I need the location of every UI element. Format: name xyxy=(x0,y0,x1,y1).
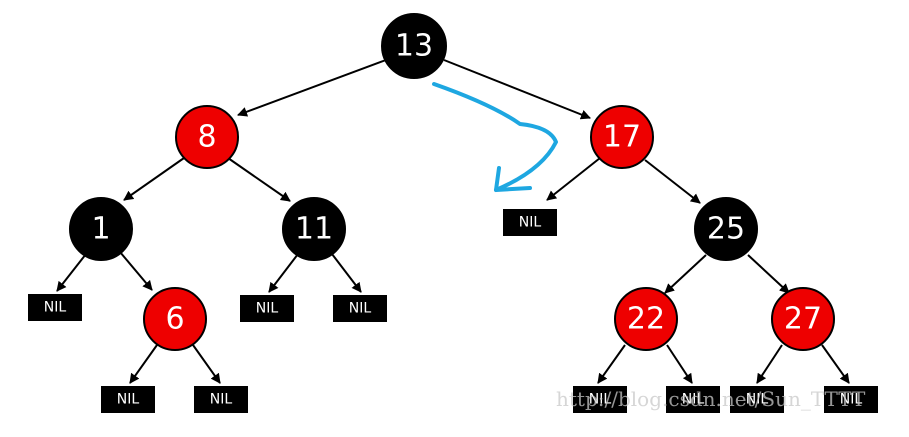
node-11-label: 11 xyxy=(295,212,333,247)
nil-leaf-6-left: NIL xyxy=(101,386,155,413)
nil-leaf-11-right: NIL xyxy=(333,295,387,322)
nil-box xyxy=(240,295,294,322)
node-13-circle xyxy=(381,13,447,79)
node-11-circle xyxy=(282,197,346,261)
node-17-circle xyxy=(590,105,654,169)
nil-label: NIL xyxy=(840,392,863,408)
edge-22-nil-left xyxy=(597,344,626,384)
annotation-arrowhead xyxy=(494,166,532,192)
watermark-text: http://blog.csdn.net/Sun_TTTT xyxy=(556,387,866,411)
node-17: 17 xyxy=(590,105,654,169)
node-25: 25 xyxy=(694,197,758,261)
edge-25-22 xyxy=(664,254,707,294)
node-22-label: 22 xyxy=(627,302,665,337)
node-1-label: 1 xyxy=(91,212,110,247)
nil-label: NIL xyxy=(256,301,279,317)
nil-box xyxy=(503,209,557,236)
node-6: 6 xyxy=(143,287,207,351)
tree-edges xyxy=(56,59,850,384)
nil-box xyxy=(333,295,387,322)
edge-27-nil-right xyxy=(821,344,850,384)
node-8-label: 8 xyxy=(197,120,216,155)
nil-label: NIL xyxy=(589,392,612,408)
nil-label: NIL xyxy=(349,301,372,317)
edge-13-17 xyxy=(443,59,591,120)
nil-box xyxy=(101,386,155,413)
node-17-label: 17 xyxy=(603,120,641,155)
edge-25-27 xyxy=(747,254,790,294)
annotation-arrow xyxy=(432,82,558,192)
node-6-label: 6 xyxy=(165,302,184,337)
nil-leaf-17-left: NIL xyxy=(503,209,557,236)
nil-box xyxy=(730,386,784,413)
node-25-circle xyxy=(694,197,758,261)
edge-6-nil-right xyxy=(192,344,221,384)
nil-leaf-1: NIL xyxy=(28,294,82,321)
node-6-circle xyxy=(143,287,207,351)
nil-label: NIL xyxy=(210,392,233,408)
annotation-arrow-stroke xyxy=(432,82,558,192)
edge-27-nil-left xyxy=(756,344,783,384)
nil-leaf-27-left: NIL xyxy=(730,386,784,413)
nil-box xyxy=(28,294,82,321)
nil-box xyxy=(824,386,878,413)
nil-label: NIL xyxy=(519,215,542,231)
edge-8-11 xyxy=(227,157,291,202)
node-25-label: 25 xyxy=(707,212,745,247)
nil-box xyxy=(194,386,248,413)
node-13: 13 xyxy=(381,13,447,79)
nil-label: NIL xyxy=(117,392,140,408)
node-27: 27 xyxy=(771,287,835,351)
nil-box xyxy=(666,386,720,413)
nil-leaf-22-left: NIL xyxy=(573,386,627,413)
node-1-circle xyxy=(69,197,133,261)
edge-6-nil-left xyxy=(129,344,158,384)
node-27-circle xyxy=(771,287,835,351)
node-22: 22 xyxy=(614,287,678,351)
nil-label: NIL xyxy=(44,300,67,316)
edge-11-nil-left xyxy=(268,253,299,293)
edge-11-nil-right xyxy=(331,253,362,293)
node-1: 1 xyxy=(69,197,133,261)
nil-leaf-27-right: NIL xyxy=(824,386,878,413)
edge-1-nil xyxy=(56,253,87,292)
nil-label: NIL xyxy=(682,392,705,408)
edge-17-nil xyxy=(546,157,601,201)
node-8-circle xyxy=(175,105,239,169)
nil-box xyxy=(573,386,627,413)
nil-leaf-11-left: NIL xyxy=(240,295,294,322)
edge-1-6 xyxy=(119,251,153,291)
node-27-label: 27 xyxy=(784,302,822,337)
node-13-label: 13 xyxy=(395,29,433,64)
nil-leaf-6-right: NIL xyxy=(194,386,248,413)
nil-label: NIL xyxy=(746,392,769,408)
nil-leaf-22-right: NIL xyxy=(666,386,720,413)
edge-8-1 xyxy=(123,157,185,201)
edge-13-8 xyxy=(237,59,387,117)
node-11: 11 xyxy=(282,197,346,261)
node-22-circle xyxy=(614,287,678,351)
edge-17-25 xyxy=(644,159,701,204)
edge-22-nil-right xyxy=(666,344,693,384)
node-8: 8 xyxy=(175,105,239,169)
